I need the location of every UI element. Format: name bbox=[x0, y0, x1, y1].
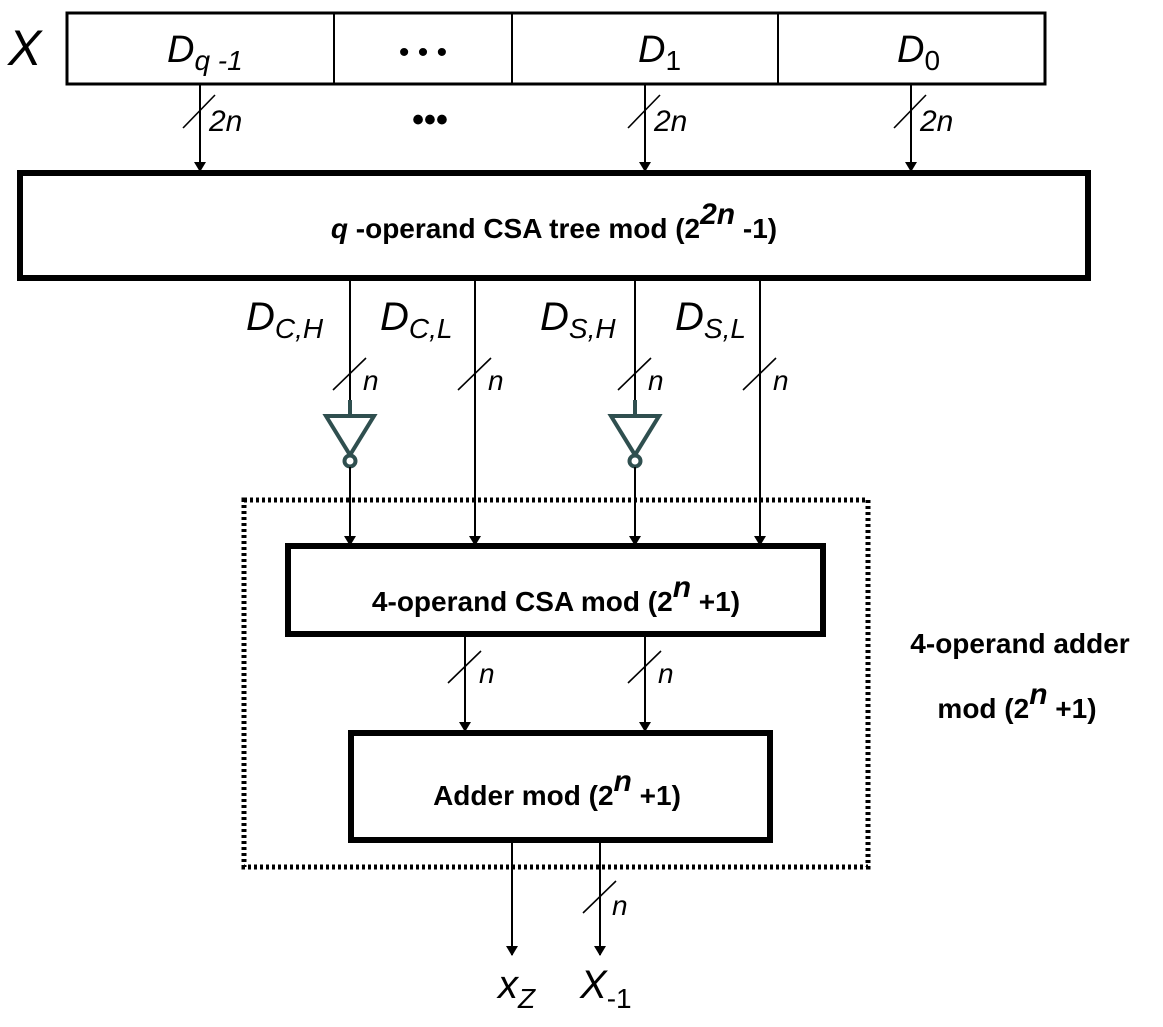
wire-dsh: n bbox=[607, 280, 664, 546]
adder-block bbox=[348, 730, 773, 843]
four-operand-adder-group bbox=[241, 497, 871, 870]
output-xz: xZ bbox=[496, 963, 536, 1014]
adder-label: Adder mod (2n +1) bbox=[433, 765, 681, 811]
register-name: X bbox=[7, 20, 43, 76]
bus-slash bbox=[617, 357, 652, 391]
wire-dch: n bbox=[322, 280, 379, 546]
bus-width-label: 2n bbox=[919, 105, 953, 138]
register-x: Dq -1 • • • D1 D0 bbox=[65, 11, 1047, 86]
bus-width-label: 2n bbox=[208, 105, 242, 138]
final-outputs: n xZ X-1 bbox=[496, 840, 632, 1014]
bus-slash bbox=[627, 94, 661, 129]
bus-width-label: n bbox=[658, 658, 674, 689]
bus-slash bbox=[742, 357, 777, 391]
bus-slash bbox=[182, 94, 216, 129]
bus-width-label: 2n bbox=[653, 105, 687, 138]
csa4-label: 4-operand CSA mod (2n +1) bbox=[372, 571, 740, 617]
csa-tree-outputs: DC,H DC,L DS,H DS,L bbox=[246, 295, 746, 344]
bus-width-label: n bbox=[479, 658, 495, 689]
input-buses: 2n ••• 2n 2n bbox=[182, 84, 953, 172]
bus-width-label: n bbox=[488, 365, 504, 396]
field-d1: D1 bbox=[638, 29, 681, 76]
register-outline bbox=[65, 11, 1047, 86]
csa-tree-label: q -operand CSA tree mod (22n -1) bbox=[331, 198, 777, 244]
wire-dcl: n bbox=[457, 280, 504, 546]
inner-buses: n n bbox=[447, 634, 674, 732]
field-dq-1: Dq -1 bbox=[167, 29, 243, 76]
field-ellipsis: • • • bbox=[399, 36, 447, 69]
bus-slash bbox=[447, 650, 482, 684]
label-dcl: DC,L bbox=[380, 295, 452, 344]
csa4-block bbox=[285, 543, 826, 637]
inverter-triangle-icon bbox=[607, 414, 663, 459]
group-label-line1: 4-operand adder bbox=[910, 628, 1129, 659]
group-label-line2: mod (2n +1) bbox=[937, 678, 1096, 724]
inverter-bubble-icon bbox=[627, 453, 643, 469]
bus-width-label: n bbox=[773, 365, 789, 396]
label-dch: DC,H bbox=[246, 295, 324, 344]
bus-slash bbox=[582, 880, 617, 914]
bus-width-label: n bbox=[612, 890, 628, 921]
bus-ellipsis: ••• bbox=[412, 101, 448, 139]
wire-dsl: n bbox=[742, 280, 789, 546]
bus-slash bbox=[893, 94, 927, 129]
bus-slash bbox=[627, 650, 662, 684]
bus-width-label: n bbox=[363, 365, 379, 396]
bus-slash bbox=[332, 357, 367, 391]
csa-tree-block bbox=[17, 170, 1091, 281]
inverter-bubble-icon bbox=[342, 453, 358, 469]
field-d0: D0 bbox=[897, 29, 940, 76]
bus-width-label: n bbox=[648, 365, 664, 396]
label-dsl: DS,L bbox=[675, 295, 746, 344]
bus-slash bbox=[457, 357, 492, 391]
inverter-triangle-icon bbox=[322, 414, 378, 459]
label-dsh: DS,H bbox=[540, 295, 616, 344]
output-x-1: X-1 bbox=[579, 963, 632, 1014]
